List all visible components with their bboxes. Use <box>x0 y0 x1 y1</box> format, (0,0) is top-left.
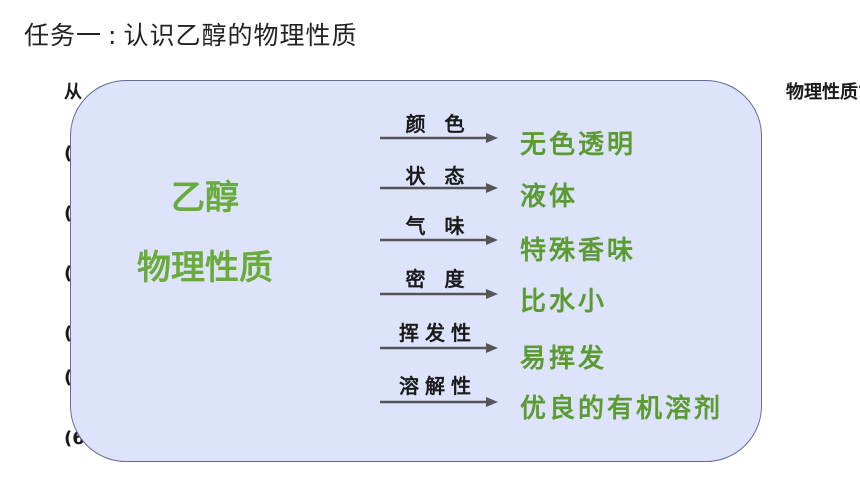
property-value-volatility: 易挥发 <box>520 344 608 374</box>
property-label-volatility: 挥发性 <box>399 321 477 345</box>
card-heading-properties: 物理性质 <box>137 248 273 288</box>
property-label-color: 颜 色 <box>405 112 471 136</box>
property-value-color: 无色透明 <box>520 130 637 160</box>
title-separator: : <box>108 21 118 50</box>
property-label-solubility: 溶解性 <box>399 374 477 398</box>
properties-card <box>70 80 762 462</box>
background-question-end: 物理性质? <box>786 82 860 103</box>
title-prefix: 任务一 <box>24 21 103 50</box>
arrow-icon <box>380 183 498 193</box>
property-value-density: 比水小 <box>520 287 608 317</box>
background-list-marker: ( <box>64 143 73 164</box>
background-question-start: 从 <box>64 82 82 103</box>
property-label-state: 状 态 <box>405 164 471 188</box>
background-list-marker: ( <box>64 263 73 284</box>
arrow-icon <box>380 289 498 299</box>
arrow-icon <box>380 343 498 353</box>
property-value-solubility: 优良的有机溶剂 <box>520 394 724 424</box>
background-list-marker: ( <box>64 323 73 344</box>
property-value-state: 液体 <box>520 182 579 212</box>
property-label-density: 密 度 <box>405 267 471 291</box>
arrow-icon <box>380 397 498 407</box>
title-main: 认识乙醇的物理性质 <box>123 21 358 50</box>
arrow-icon <box>380 235 498 245</box>
background-list-marker: ( <box>64 203 73 224</box>
card-heading-ethanol: 乙醇 <box>171 178 239 218</box>
property-label-odor: 气 味 <box>405 214 471 238</box>
background-list-marker: ( <box>64 367 73 388</box>
property-value-odor: 特殊香味 <box>520 236 637 266</box>
arrow-icon <box>380 133 498 143</box>
page-title: 任务一:认识乙醇的物理性质 <box>24 16 357 52</box>
